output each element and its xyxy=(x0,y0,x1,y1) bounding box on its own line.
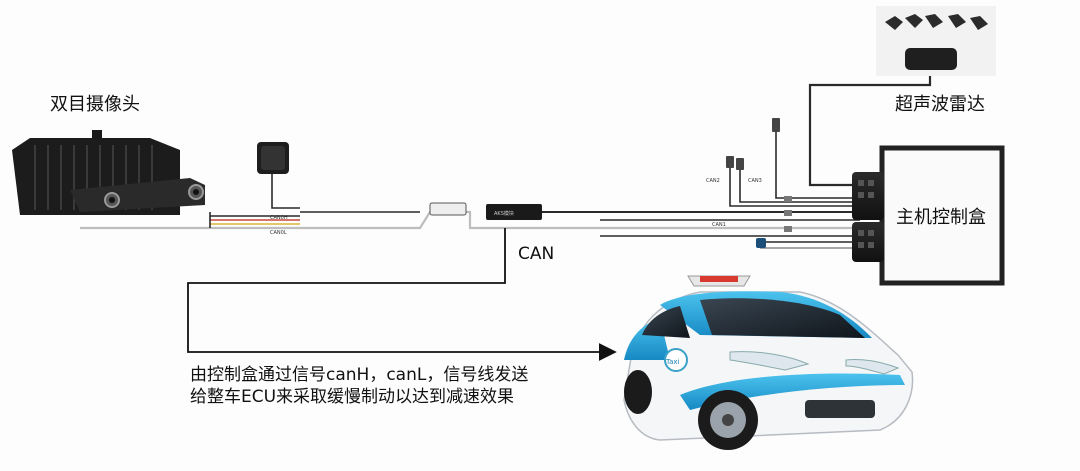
sensor-connectors xyxy=(726,118,792,248)
wire-labels: CAN0H CAN0L CAN2 CAN3 CAN1 xyxy=(270,178,762,236)
binocular-camera xyxy=(12,130,205,215)
controller-box xyxy=(852,145,1005,286)
controller-label: 主机控制盒 xyxy=(896,207,986,228)
inline-module: AKS模块 xyxy=(429,202,542,220)
module-label: AKS模块 xyxy=(494,210,514,217)
can-label: CAN xyxy=(518,244,555,264)
relay-module xyxy=(257,142,289,174)
wire-label-can1: CAN1 xyxy=(712,222,726,228)
wire-harness xyxy=(80,75,932,361)
wire-label-can0l: CAN0L xyxy=(270,230,287,236)
ultrasonic-radar xyxy=(876,6,996,76)
wire-label-can0h: CAN0H xyxy=(270,215,288,221)
braking-description: 由控制盒通过信号canH，canL，信号线发送给整车ECU来采取缓慢制动以达到减… xyxy=(190,365,529,407)
taxi-car: Taxi xyxy=(623,275,914,450)
wire-label-can3: CAN3 xyxy=(748,178,762,184)
taxi-badge: Taxi xyxy=(665,358,680,366)
ultrasonic-label: 超声波雷达 xyxy=(895,94,985,115)
wire-label-can2: CAN2 xyxy=(706,178,720,184)
camera-label: 双目摄像头 xyxy=(50,94,140,115)
